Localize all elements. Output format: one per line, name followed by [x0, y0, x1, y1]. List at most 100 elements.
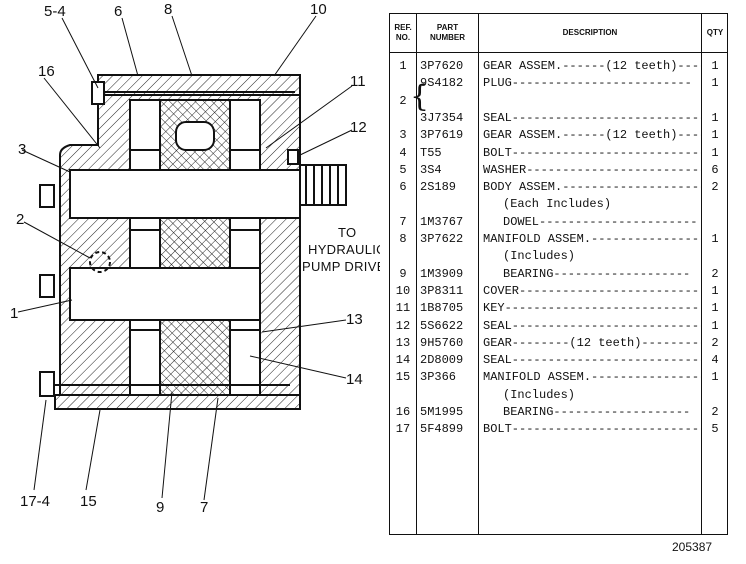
cell-part: 9H5760 — [420, 335, 464, 350]
cell-qty: 1 — [711, 59, 719, 73]
cell-desc: BODY ASSEM.---------------------- — [483, 180, 701, 195]
table-row: (Each Includes) — [390, 196, 727, 213]
cell-ref: 14 — [395, 353, 411, 368]
cell-desc: COVER------------------------- — [483, 283, 700, 298]
cell-ref: 17 — [395, 422, 411, 437]
table-row: 13 9H5760 GEAR--------(12 teeth)----------… — [390, 335, 727, 352]
cell-part: 3P7622 — [420, 232, 464, 246]
table-row: 7 1M3767 DOWEL---------------------- — [390, 214, 727, 231]
cell-qty: 1 — [711, 232, 719, 246]
cell-qty: 1 — [711, 370, 719, 385]
callout-label: 16 — [38, 63, 55, 80]
drive-note-line1: TO — [338, 225, 356, 240]
cell-qty: 2 — [711, 405, 719, 419]
cell-desc: GEAR--------(12 teeth)---------- — [483, 335, 701, 350]
cell-part: 2D8009 — [420, 353, 464, 368]
cell-desc: (Includes) — [503, 387, 576, 402]
cell-ref: 13 — [395, 335, 411, 350]
cell-desc: (Includes) — [503, 249, 576, 264]
column-divider — [701, 14, 702, 534]
column-divider — [478, 14, 479, 534]
header-ref: REF.NO. — [394, 23, 412, 42]
cell-desc: (Each Includes) — [503, 197, 612, 212]
cell-ref: 7 — [399, 214, 407, 229]
callout-leaders — [17, 15, 353, 501]
cell-part: 1B8705 — [420, 301, 464, 316]
cell-part: 3P366 — [420, 370, 457, 385]
cell-desc: BOLT--------------------------- — [483, 422, 701, 437]
cell-desc: KEY--------------------------- — [483, 301, 700, 316]
cell-part: 5F4899 — [420, 422, 464, 437]
cell-ref: 5 — [399, 162, 407, 177]
callout-label: 2 — [16, 211, 24, 228]
drive-note-line2: HYDRAULIC — [308, 242, 380, 257]
callout-label: 17-4 — [20, 493, 50, 510]
cell-ref: 4 — [399, 145, 407, 160]
table-row: 2 — [390, 93, 727, 110]
cell-desc: SEAL--------------------------- — [483, 110, 701, 125]
header-qty: QTY — [706, 28, 724, 37]
pump-body — [39, 74, 347, 410]
cell-qty: 2 — [711, 335, 719, 350]
cell-desc: WASHER------------------------- — [483, 162, 701, 177]
cell-qty: 6 — [711, 162, 719, 177]
callout-label: 1 — [10, 305, 18, 322]
cell-desc: BOLT--------------------------- — [483, 145, 701, 160]
cell-desc: MANIFOLD ASSEM.----------------- — [483, 232, 701, 246]
callout-label: 15 — [80, 493, 97, 510]
cell-part: 3P7620 — [420, 59, 464, 73]
callout-label: 14 — [346, 371, 363, 388]
cell-qty: 5 — [711, 422, 719, 437]
cell-desc: BEARING------------------- — [503, 266, 691, 281]
cell-qty: 1 — [711, 318, 719, 333]
callout-label: 8 — [164, 1, 172, 18]
table-row: 17 5F4899 BOLT--------------------------- 5 — [390, 421, 727, 438]
cell-ref: 10 — [395, 283, 411, 298]
callout-label: 13 — [346, 311, 363, 328]
cell-ref: 1 — [399, 59, 407, 73]
cell-part: 1M3767 — [420, 214, 464, 229]
cell-ref: 15 — [395, 370, 411, 385]
cell-qty: 4 — [711, 353, 719, 368]
cell-ref: 2 — [399, 93, 407, 108]
drive-note-line3: PUMP DRIVE — [302, 259, 380, 274]
cell-ref: 3 — [399, 128, 407, 143]
cell-qty: 1 — [711, 283, 719, 298]
callout-label: 11 — [350, 73, 366, 90]
cell-part: 1M3909 — [420, 266, 464, 281]
cell-qty: 1 — [711, 301, 719, 316]
cell-desc: GEAR ASSEM.------(12 teeth)-------- — [483, 59, 701, 73]
table-row: (Includes) — [390, 387, 727, 404]
table-row: 5 3S4 WASHER------------------------- 6 — [390, 162, 727, 179]
cell-part: 3S4 — [420, 162, 442, 177]
callout-label: 3 — [18, 141, 26, 158]
cell-part: 9S4182 — [420, 76, 464, 91]
callout-labels: 5-4 6 8 10 16 11 12 3 2 1 13 14 17-4 15 … — [10, 1, 380, 516]
table-row: 1 3P7620 GEAR ASSEM.------(12 teeth)------… — [390, 58, 727, 75]
cell-desc: DOWEL---------------------- — [503, 214, 698, 229]
cell-ref: 6 — [399, 180, 407, 195]
cell-qty: 1 — [711, 145, 719, 160]
table-row: (Includes) — [390, 248, 727, 265]
header-rule — [390, 52, 727, 53]
cell-ref: 9 — [399, 266, 407, 281]
cell-part: 5S6622 — [420, 318, 464, 333]
callout-label: 9 — [156, 499, 164, 516]
figure-number: 205387 — [672, 540, 713, 554]
callout-label: 6 — [114, 3, 122, 20]
callout-label: 7 — [200, 499, 208, 516]
cell-qty: 1 — [711, 128, 719, 143]
cell-ref: 16 — [395, 405, 411, 419]
cell-desc: BEARING------------------- — [503, 405, 691, 419]
cell-part: 3J7354 — [420, 110, 464, 125]
